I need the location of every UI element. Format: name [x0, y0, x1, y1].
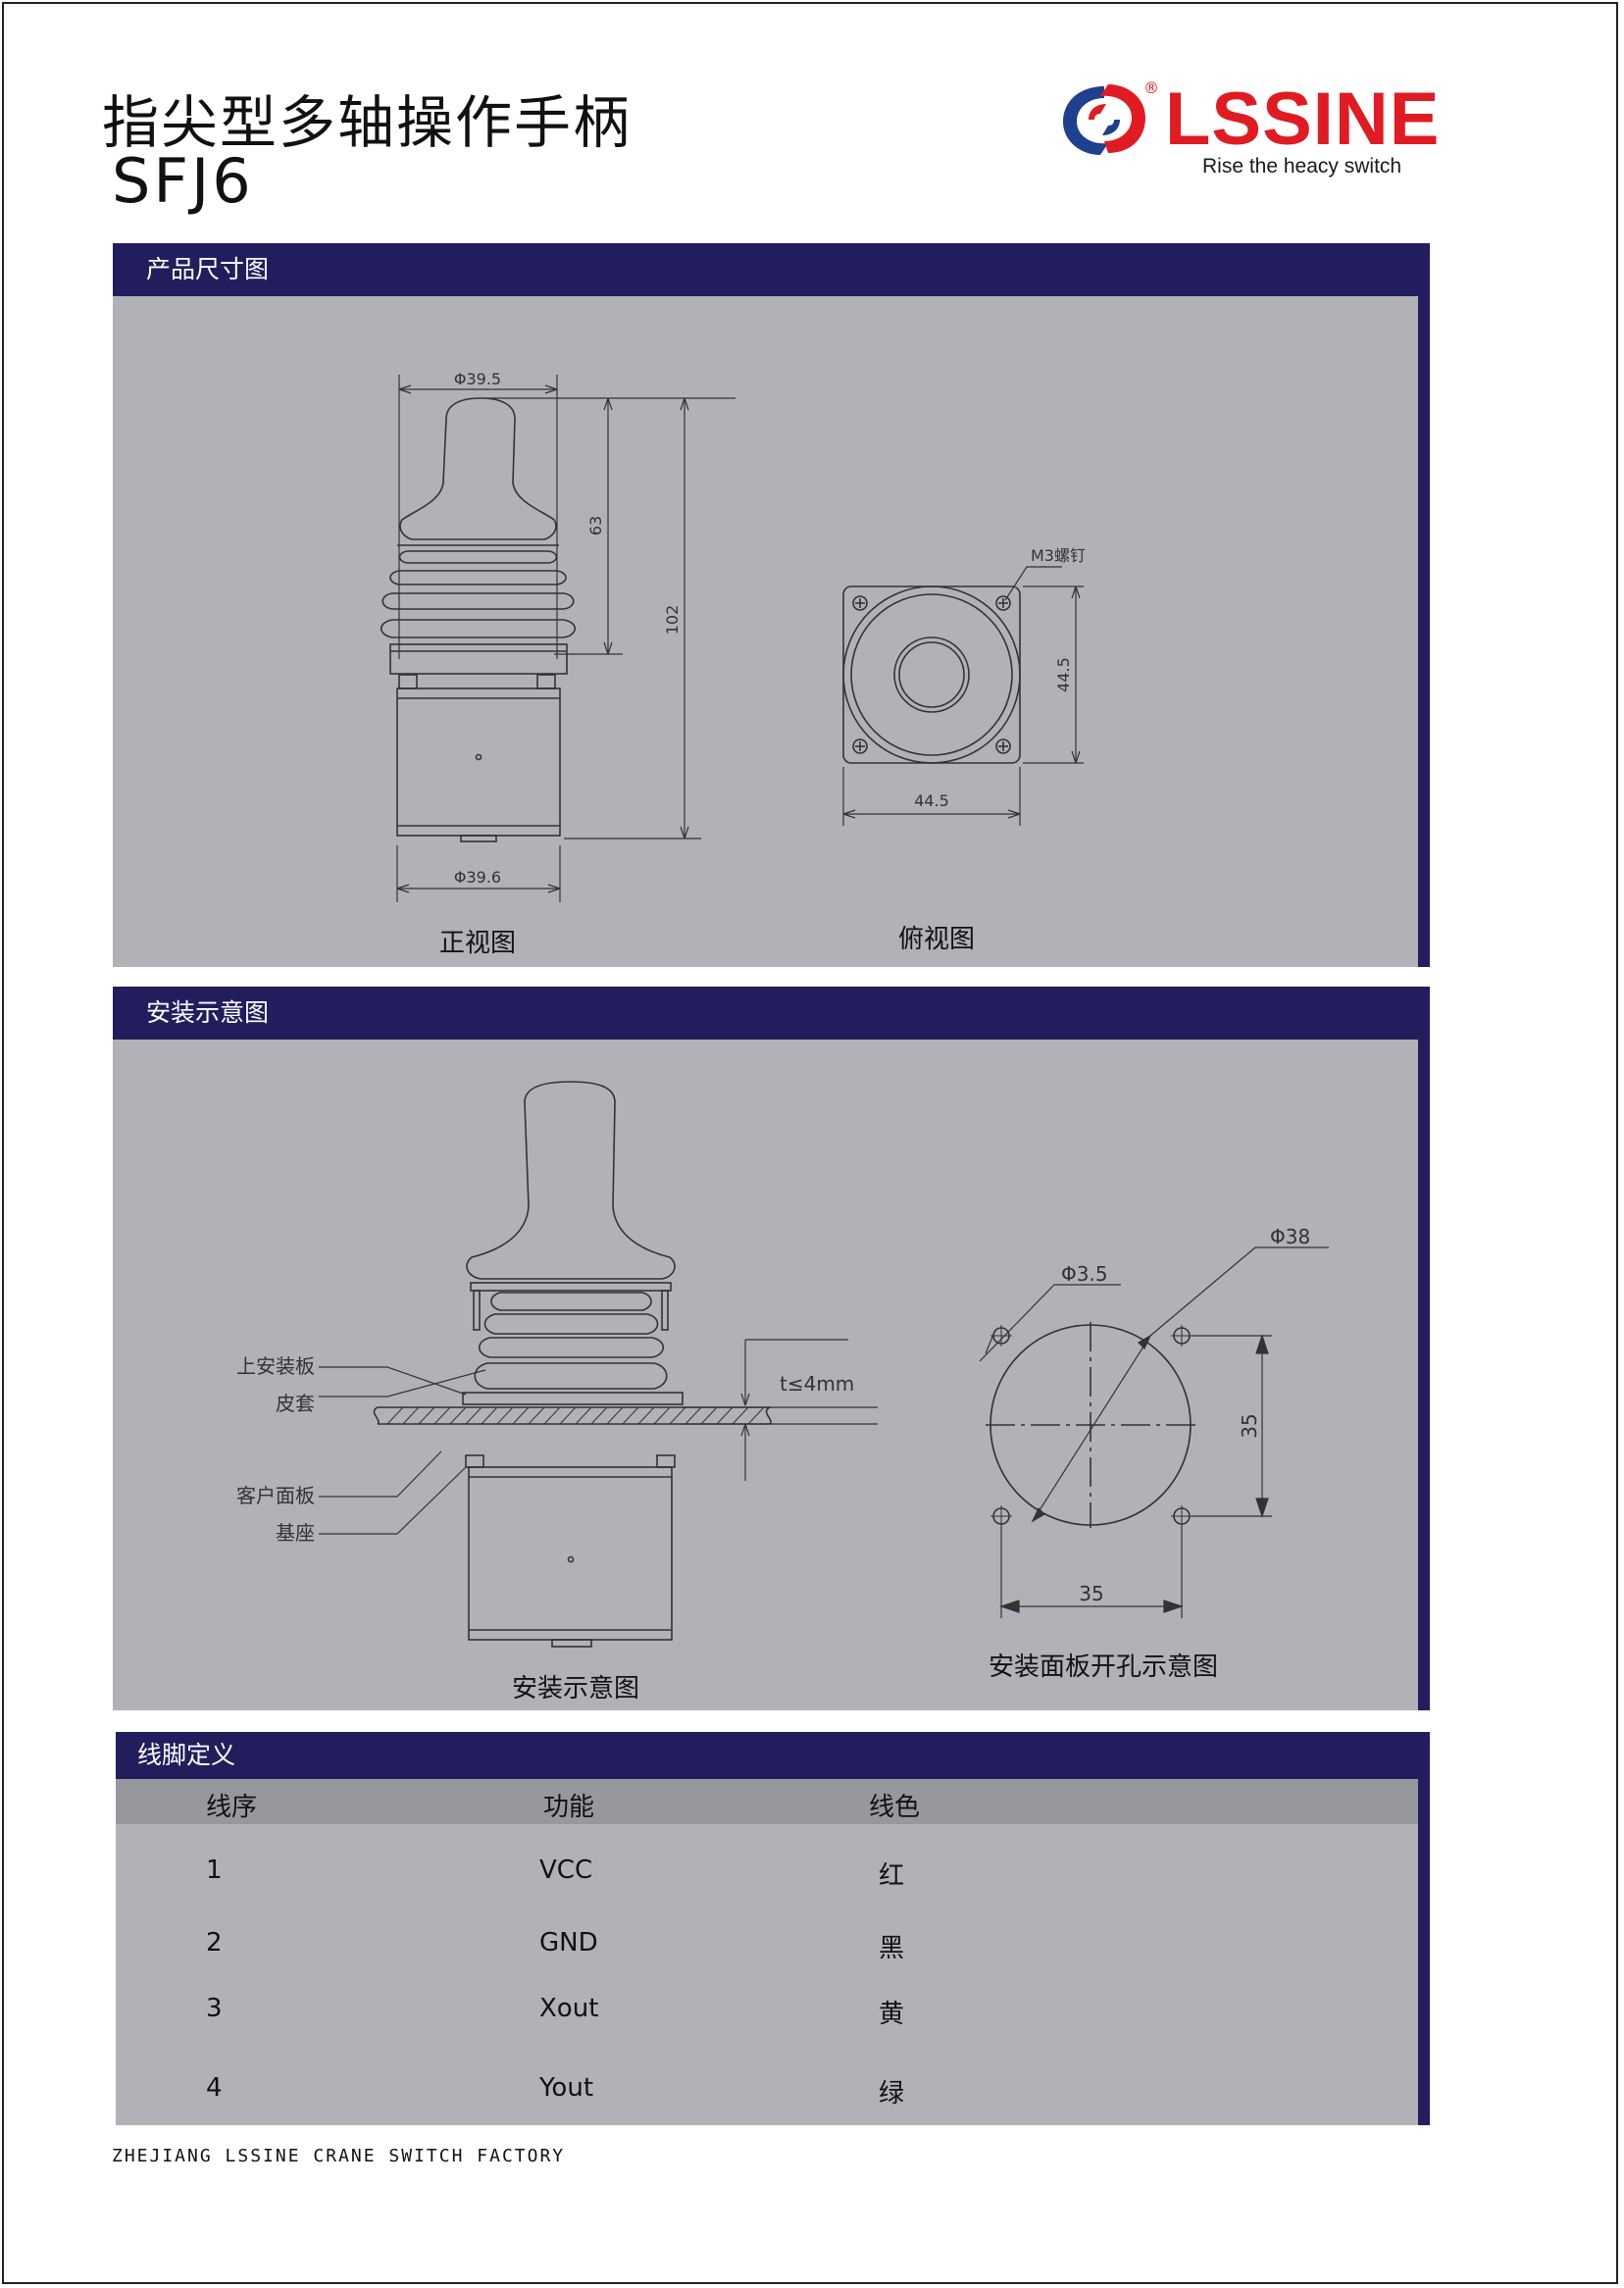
front-view-dimensions: [396, 375, 736, 902]
dim-top-diameter: Φ39.5: [454, 370, 501, 388]
page-title: 指尖型多轴操作手柄: [102, 89, 633, 156]
row-no: 2: [206, 1928, 223, 1958]
dim-handle-height: 63: [586, 516, 605, 535]
panel-side-bar: [1418, 1040, 1430, 1710]
wiring-table-header: 线序 功能 线色: [116, 1779, 1418, 1824]
top-view-label: 俯视图: [898, 925, 975, 954]
dim-hole-spacing-v: 35: [1238, 1413, 1261, 1438]
cutout-caption: 安装面板开孔示意图: [989, 1652, 1218, 1682]
label-thickness: t≤4mm: [780, 1372, 854, 1396]
row-color: 绿: [879, 2079, 905, 2109]
top-view-dimensions: [842, 566, 1084, 826]
panel-cutout-diagram: [986, 1322, 1195, 1528]
company-footer: ZHEJIANG LSSINE CRANE SWITCH FACTORY: [112, 2146, 566, 2166]
installation-panel: 安装示意图: [113, 987, 1430, 1710]
lssine-swirl-icon: [1063, 84, 1145, 155]
dim-screw: M3螺钉: [1031, 546, 1086, 565]
panel-side-bar: [1418, 1779, 1430, 2125]
wiring-panel: 线脚定义 线序 功能 线色 1 VCC 红 2 GND 黑 3 Xout 黄 4…: [116, 1732, 1430, 2125]
column-header-function: 功能: [543, 1793, 595, 1822]
dim-hole-spacing-h: 35: [1079, 1582, 1103, 1605]
row-no: 1: [206, 1856, 223, 1885]
front-view-joystick: [380, 397, 577, 842]
brand-slogan: Rise the heacy switch: [1202, 155, 1402, 178]
row-no: 3: [206, 1994, 223, 2023]
screw-icon: [852, 595, 868, 611]
panel-side-bar: [1418, 296, 1430, 967]
dimensions-drawing: Φ39.5 63 102 Φ39.6 M3螺钉 44.5 44.5 正视图 俯视…: [380, 370, 1086, 958]
installation-drawing: 上安装板 皮套 客户面板 基座 t≤4mm Φ3.5 Φ38 35 35 安装示…: [236, 1081, 1329, 1703]
dim-square-height: 44.5: [1054, 657, 1073, 692]
dim-square-width: 44.5: [914, 791, 949, 810]
row-function: GND: [539, 1928, 598, 1958]
screw-icon: [852, 738, 868, 754]
cutout-dimensions: [979, 1246, 1329, 1618]
screw-icon: [995, 738, 1011, 754]
brand-name: LSSINE: [1165, 77, 1441, 161]
registered-mark: ®: [1143, 78, 1159, 97]
install-caption: 安装示意图: [512, 1674, 639, 1703]
label-boot: 皮套: [276, 1392, 315, 1415]
row-color: 黄: [879, 2000, 905, 2029]
label-base: 基座: [276, 1521, 315, 1545]
label-customer-panel: 客户面板: [236, 1484, 315, 1507]
dim-bottom-diameter: Φ39.6: [454, 868, 501, 887]
customer-panel-section: [373, 1406, 772, 1425]
row-function: Xout: [539, 1994, 599, 2023]
installation-panel-header: 安装示意图: [113, 987, 1430, 1040]
top-view-drawing: [842, 585, 1021, 764]
front-view-label: 正视图: [439, 929, 516, 958]
column-header-color: 线色: [869, 1793, 921, 1822]
row-function: Yout: [539, 2073, 594, 2103]
dim-total-height: 102: [663, 605, 682, 636]
installation-leader-lines: [319, 1339, 878, 1535]
row-no: 4: [206, 2073, 223, 2103]
dim-hole: Φ3.5: [1061, 1262, 1108, 1286]
row-color: 红: [879, 1861, 905, 1891]
dimensions-panel: 产品尺寸图: [113, 243, 1430, 967]
brand-logo: ® LSSINE Rise the heacy switch: [1059, 71, 1440, 188]
column-header-no: 线序: [206, 1793, 258, 1822]
screw-icon: [995, 595, 1011, 611]
installed-joystick: [462, 1081, 684, 1648]
wiring-panel-header: 线脚定义: [116, 1732, 1430, 1779]
model-number: SFJ6: [112, 145, 254, 217]
dim-cutout: Φ38: [1270, 1225, 1310, 1248]
dimensions-panel-header: 产品尺寸图: [113, 243, 1430, 296]
row-function: VCC: [539, 1856, 593, 1885]
label-upper-plate: 上安装板: [236, 1354, 315, 1378]
row-color: 黑: [879, 1934, 905, 1963]
